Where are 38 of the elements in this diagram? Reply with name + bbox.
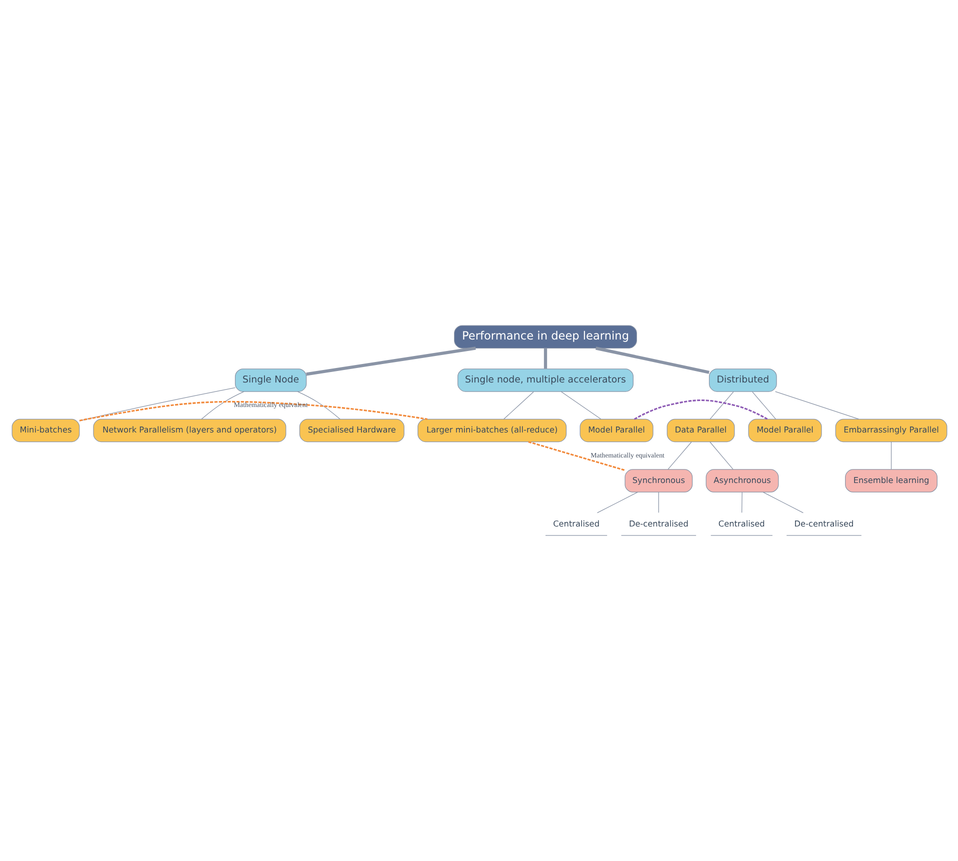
node-box: Mini-batches <box>11 418 80 442</box>
connector <box>543 348 547 369</box>
connector <box>596 492 638 514</box>
connector <box>528 441 625 471</box>
node-box: Data Parallel <box>666 418 734 442</box>
connector <box>560 391 601 420</box>
connector <box>741 492 742 513</box>
connector <box>634 399 768 420</box>
connector <box>709 442 733 470</box>
node-box: Single node, multiple accelerators <box>457 368 634 392</box>
connector <box>890 442 892 470</box>
node-box: Larger mini-batches (all-reduce) <box>417 418 566 442</box>
node-box: Ensemble learning <box>844 469 937 492</box>
node-text: De-centralised <box>794 518 854 528</box>
connector <box>762 492 804 514</box>
node-box: Network Parallelism (layers and operators) <box>92 418 286 442</box>
node-box: Model Parallel <box>579 418 653 442</box>
connector <box>667 442 692 470</box>
connector <box>751 391 776 420</box>
connector <box>774 391 859 420</box>
connector <box>200 391 244 420</box>
connector <box>296 391 340 420</box>
connector <box>503 391 534 420</box>
node-text: Centralised <box>552 518 600 528</box>
connector <box>78 400 427 422</box>
node-box: Embarrassingly Parallel <box>834 418 947 442</box>
node-box: Asynchronous <box>705 469 778 492</box>
node-box: Model Parallel <box>748 418 822 442</box>
node-box: Distributed <box>708 368 776 392</box>
node-box: Performance in deep learning <box>454 325 636 348</box>
node-box: Synchronous <box>624 469 692 492</box>
connector <box>595 346 709 374</box>
node-text: Centralised <box>718 518 764 528</box>
node-box: Specialised Hardware <box>298 418 404 442</box>
connector <box>709 391 734 420</box>
node-box: Single Node <box>234 368 306 392</box>
connector <box>306 346 476 376</box>
node-text: De-centralised <box>628 518 688 528</box>
